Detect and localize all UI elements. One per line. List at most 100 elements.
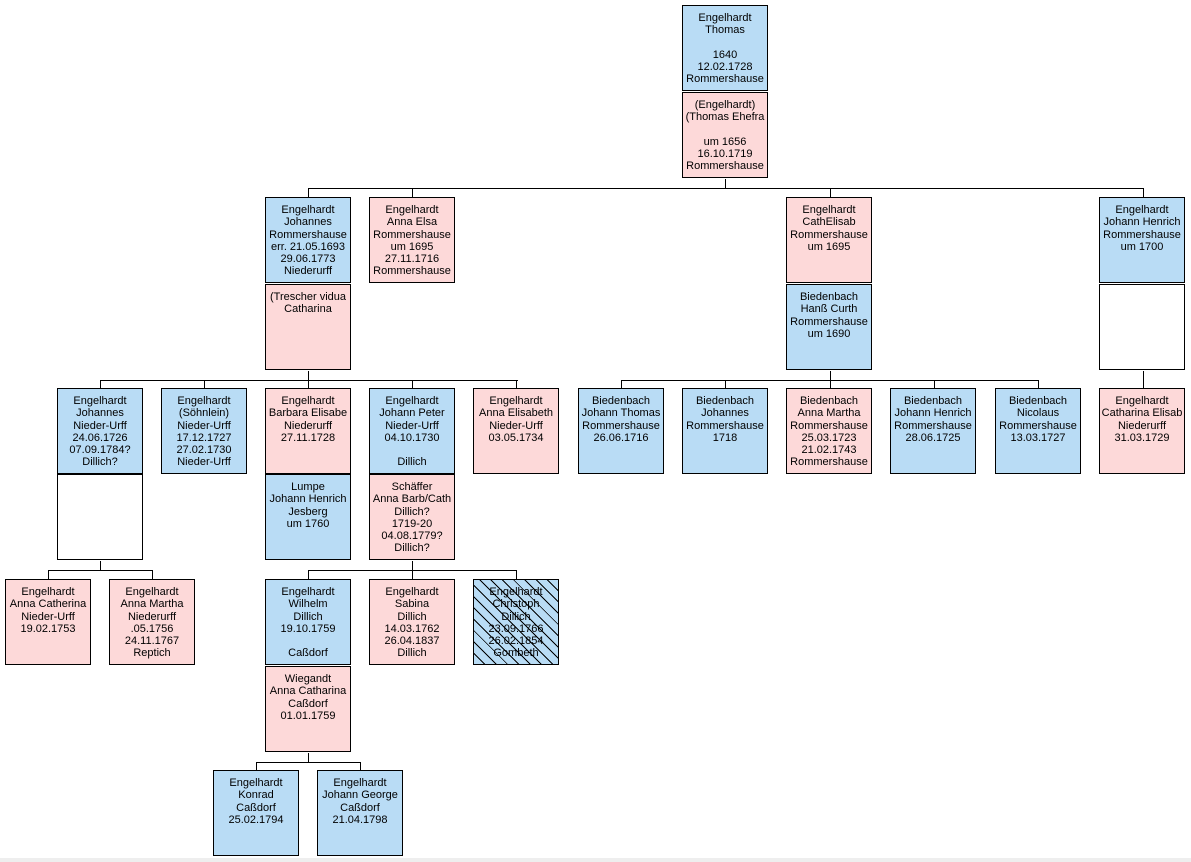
person-line: Anna Catharina [269, 685, 347, 698]
person-box-johann-henrich-spouse[interactable] [1099, 284, 1185, 370]
person-line: (Engelhardt) [694, 99, 756, 111]
person-line: um 1695 [390, 240, 434, 253]
person-line: Johann Henrich [894, 407, 972, 420]
person-line: 27.02.1730 [176, 444, 232, 457]
person-line: 24.11.1767 [124, 635, 180, 648]
person-line: Biedenbach [695, 395, 755, 407]
person-line: 03.05.1734 [488, 431, 544, 444]
connector-line [1143, 371, 1144, 388]
person-line: Anna Elsa [386, 216, 438, 229]
person-line: (Trescher vidua [269, 291, 346, 303]
person-line: Rommershause [269, 228, 347, 241]
person-line: err. 21.05.1693 [270, 240, 345, 253]
connector-line [725, 380, 726, 388]
person-line: Dillich? [82, 456, 118, 469]
connector-line [412, 570, 413, 579]
person-line: Caßdorf [288, 697, 328, 710]
connector-line [256, 762, 257, 770]
person-line: Biedenbach [1008, 395, 1068, 407]
person-line: Lumpe [291, 481, 325, 493]
person-line: Niederurff [127, 610, 177, 623]
person-line [683, 37, 767, 49]
connector-line [621, 380, 622, 388]
person-line: Konrad [238, 789, 274, 802]
person-line: Anna Martha [797, 407, 861, 420]
person-line: 14.03.1762 [384, 622, 440, 635]
person-line: Engelhardt [333, 777, 387, 789]
person-line: Dillich [397, 456, 427, 469]
person-line: Wiegandt [284, 673, 332, 685]
person-line: Nieder-Urff [177, 456, 231, 469]
person-line: Caßdorf [236, 801, 276, 814]
person-line: 21.02.1743 [801, 444, 857, 457]
person-line: 27.11.1728 [280, 431, 336, 444]
person-line: 04.08.1779? [381, 530, 443, 543]
person-line: Johann Henrich [1103, 216, 1181, 229]
person-line: Engelhardt [698, 12, 752, 24]
connector-line [100, 380, 101, 388]
person-line: Jesberg [288, 505, 328, 518]
person-line: Biedenbach [799, 291, 859, 303]
person-line: Nieder-Urff [73, 419, 127, 432]
person-line: (Thomas Ehefra [685, 111, 765, 124]
person-line: 13.03.1727 [1010, 431, 1066, 444]
person-line: 19.10.1759 [280, 622, 336, 635]
person-box-johannes2-spouse[interactable] [57, 474, 143, 560]
person-line: Christoph [492, 598, 540, 611]
person-line: um 1690 [807, 327, 851, 340]
person-line: Johann George [322, 789, 398, 802]
connector-line [412, 380, 413, 388]
person-line: 1640 [712, 48, 738, 61]
person-line: 24.06.1726 [72, 431, 128, 444]
connector-line [412, 188, 413, 197]
connector-line [360, 762, 361, 770]
person-line: Rommershause [790, 315, 868, 328]
person-line: Rommershause [790, 228, 868, 241]
person-line: Rommershause [582, 419, 660, 432]
person-line: Barbara Elisabe [268, 407, 348, 420]
person-line: 16.10.1719 [697, 148, 753, 161]
person-line: Engelhardt [229, 777, 283, 789]
person-line: Anna Elisabeth [479, 407, 553, 420]
connector-line [100, 380, 518, 381]
person-line: Rommershause [999, 419, 1077, 432]
person-line: Dillich [293, 610, 323, 623]
person-line: 26.04.1837 [384, 635, 440, 648]
person-line: Johann Thomas [581, 407, 661, 420]
connector-line [725, 179, 726, 188]
person-line: Rommershause [894, 419, 972, 432]
person-line: 23.09.1766 [488, 622, 544, 635]
connector-line [100, 561, 101, 570]
person-line: Rommershause [790, 419, 868, 432]
person-line: Engelhardt [385, 204, 439, 216]
